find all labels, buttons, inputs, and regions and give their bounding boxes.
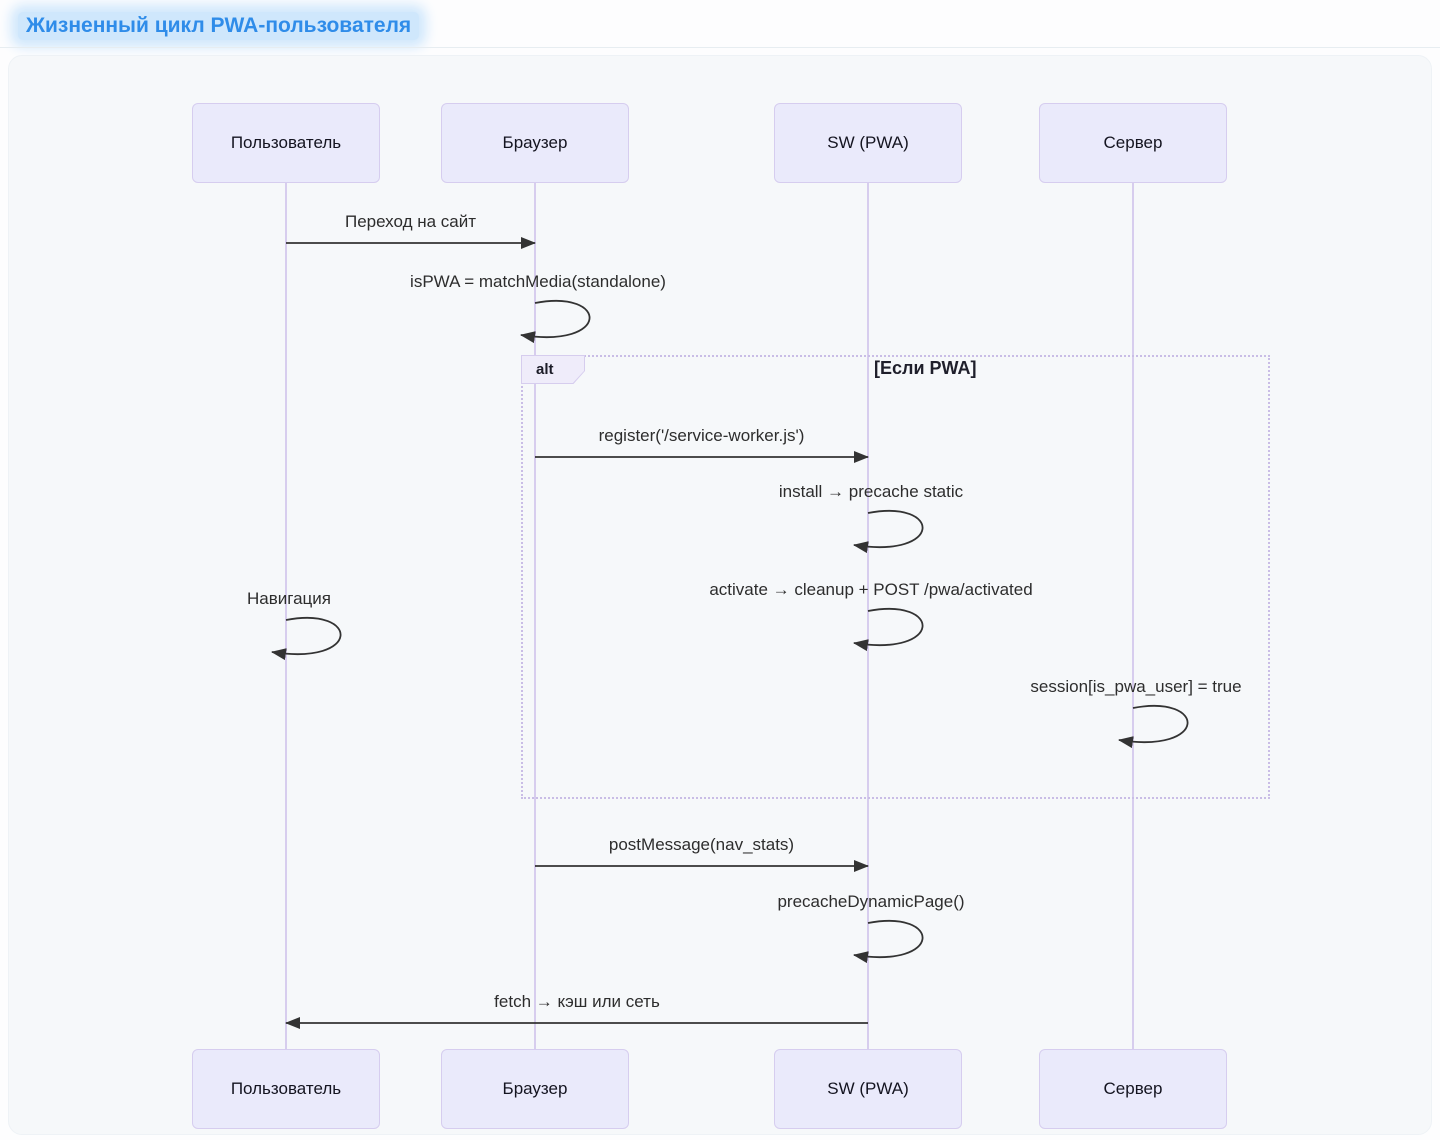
message-label: install → precache static bbox=[778, 482, 964, 501]
title-separator bbox=[0, 47, 1440, 48]
message-label: fetch → кэш или сеть bbox=[494, 992, 660, 1011]
alt-condition-label: [Если PWA] bbox=[874, 358, 977, 378]
message-label: precacheDynamicPage() bbox=[777, 892, 965, 911]
lifeline-browser bbox=[534, 183, 536, 1049]
actor-box-browser-top: Браузер bbox=[441, 103, 629, 183]
message-label: register('/service-worker.js') bbox=[598, 426, 805, 445]
message-label: isPWA = matchMedia(standalone) bbox=[410, 272, 666, 291]
message-label: session[is_pwa_user] = true bbox=[1030, 677, 1242, 696]
alt-operator-label: alt bbox=[522, 356, 584, 383]
actor-box-server-bottom: Сервер bbox=[1039, 1049, 1227, 1129]
diagram-title: Жизненный цикл PWA-пользователя bbox=[18, 12, 420, 40]
actor-box-browser-bottom: Браузер bbox=[441, 1049, 629, 1129]
message-label: postMessage(nav_stats) bbox=[608, 835, 795, 854]
diagram-canvas bbox=[8, 55, 1432, 1135]
lifeline-server bbox=[1132, 183, 1134, 1049]
lifeline-user bbox=[285, 183, 287, 1049]
message-label: Переход на сайт bbox=[344, 212, 477, 231]
message-label: Навигация bbox=[247, 589, 331, 608]
actor-box-sw-top: SW (PWA) bbox=[774, 103, 962, 183]
actor-box-sw-bottom: SW (PWA) bbox=[774, 1049, 962, 1129]
alt-frame: alt bbox=[521, 355, 1270, 799]
alt-operator-tab: alt bbox=[521, 355, 585, 384]
message-label: activate → cleanup + POST /pwa/activated bbox=[709, 580, 1033, 599]
actor-box-server-top: Сервер bbox=[1039, 103, 1227, 183]
actor-box-user-top: Пользователь bbox=[192, 103, 380, 183]
actor-box-user-bottom: Пользователь bbox=[192, 1049, 380, 1129]
